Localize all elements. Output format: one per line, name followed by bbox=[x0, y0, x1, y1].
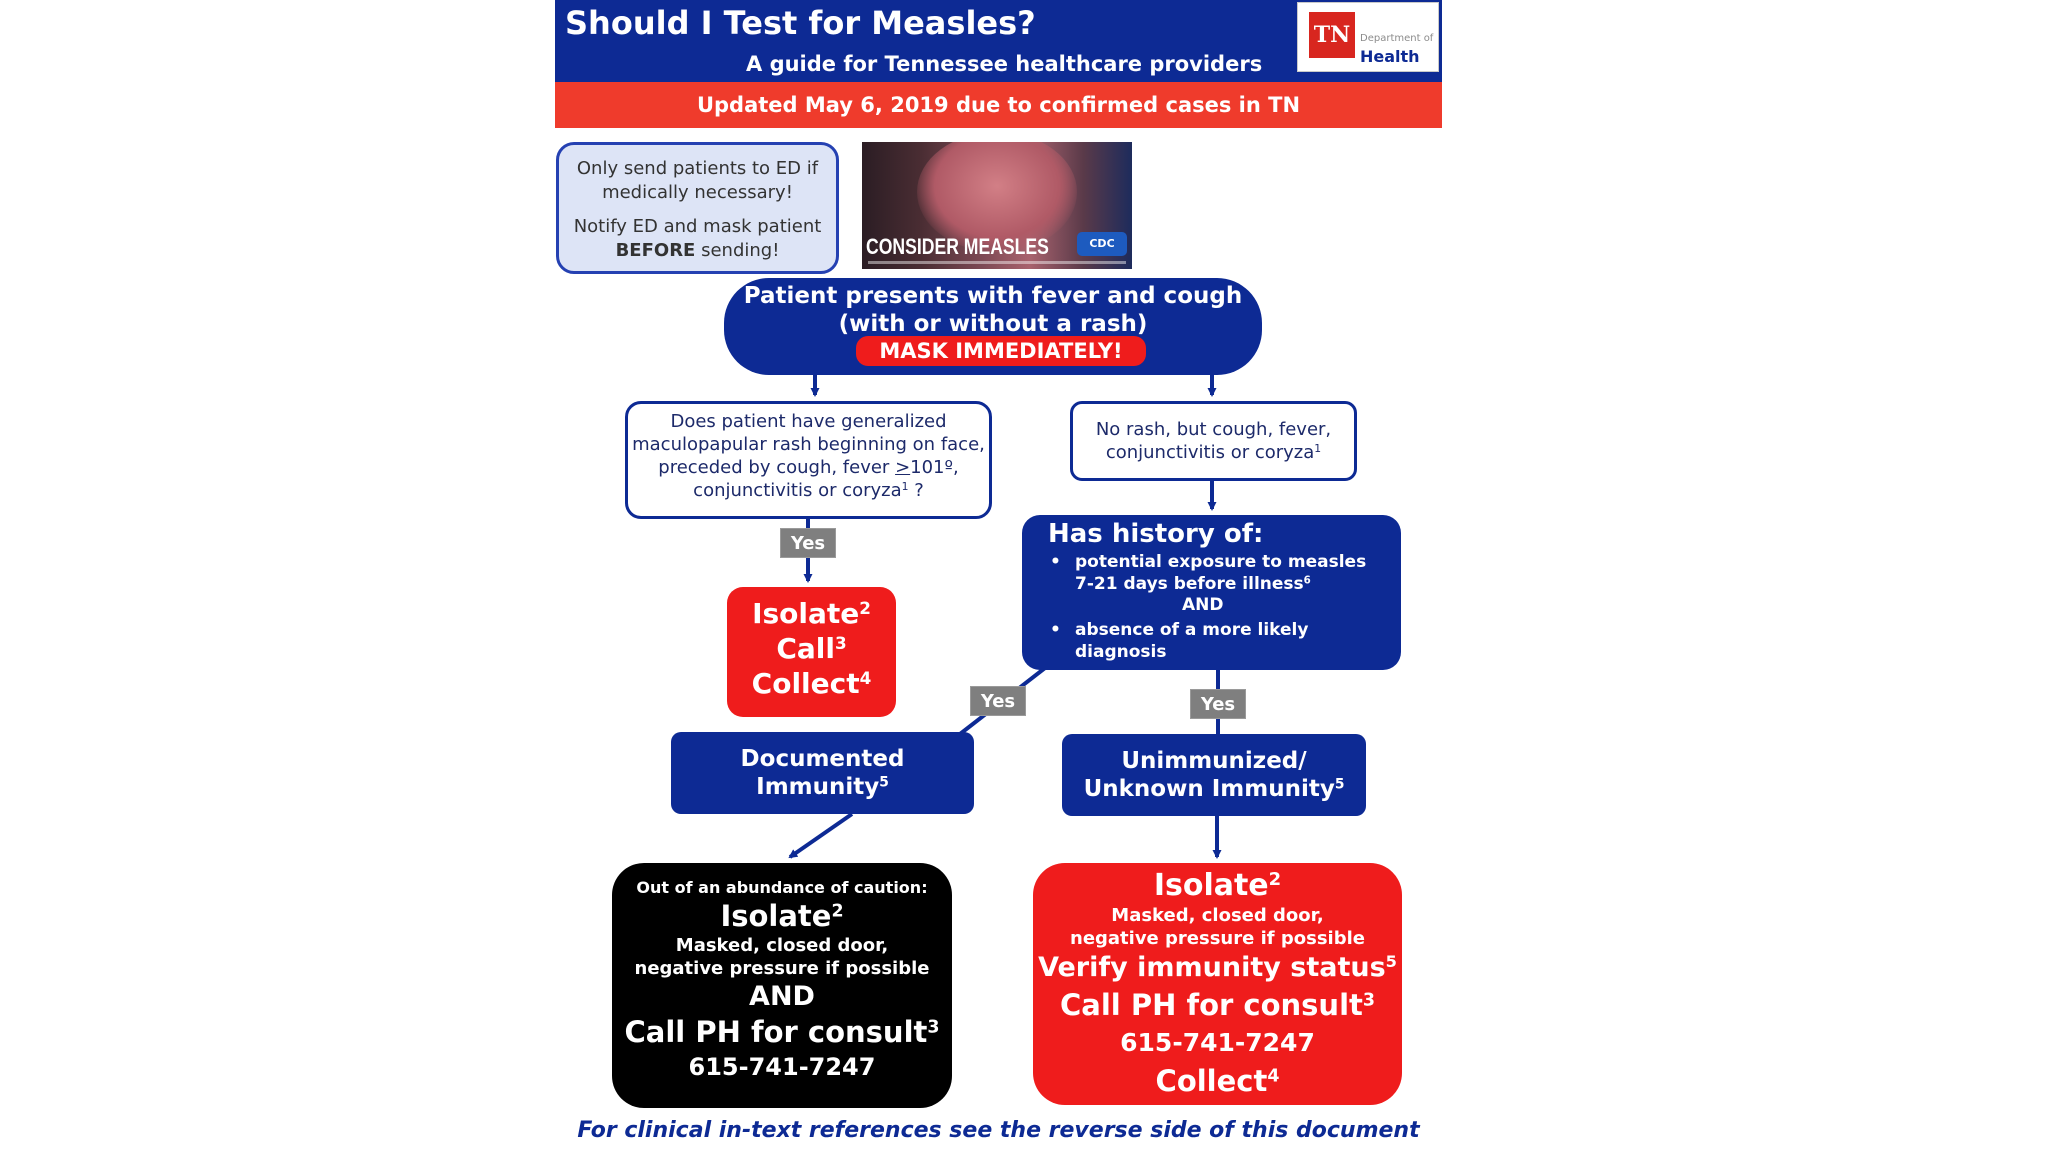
presentation-box: Patient presents with fever and cough (w… bbox=[724, 278, 1262, 375]
arrow-documented-to-caution bbox=[788, 812, 854, 859]
update-banner: Updated May 6, 2019 due to confirmed cas… bbox=[555, 82, 1442, 128]
isolate-call-collect-box: Isolate2 Call3 Collect4 bbox=[727, 587, 896, 717]
caution-and: AND bbox=[749, 981, 815, 1012]
presentation-line2: (with or without a rash) bbox=[838, 311, 1148, 337]
consider-measles-photo: CONSIDER MEASLES CDC bbox=[862, 142, 1132, 269]
header-banner bbox=[555, 0, 1442, 82]
photo-fine-print bbox=[868, 261, 1126, 264]
caution-isolate: Isolate2 bbox=[720, 899, 844, 933]
caution-phone: 615-741-7247 bbox=[688, 1053, 876, 1081]
ed-notice-line1: Only send patients to ED if medically ne… bbox=[576, 158, 819, 203]
ed-notice-line2: Notify ED and mask patient BEFORE sendin… bbox=[573, 216, 822, 261]
history-item-exposure: potential exposure to measles 7-21 days … bbox=[1048, 551, 1385, 595]
call-label: Call3 bbox=[776, 632, 847, 665]
unimmunized-box: Unimmunized/ Unknown Immunity5 bbox=[1062, 734, 1366, 816]
photo-caption: CONSIDER MEASLES bbox=[866, 234, 1049, 259]
action-call: Call PH for consult3 bbox=[1060, 988, 1375, 1022]
caution-detail1: Masked, closed door, bbox=[675, 935, 889, 956]
child-rash-image bbox=[917, 142, 1077, 252]
no-rash-box: No rash, but cough, fever, conjunctiviti… bbox=[1070, 401, 1357, 481]
action-verify: Verify immunity status5 bbox=[1038, 952, 1397, 983]
page-subtitle: A guide for Tennessee healthcare provide… bbox=[746, 52, 1263, 76]
footer-note: For clinical in-text references see the … bbox=[577, 1118, 1420, 1143]
caution-action-box: Out of an abundance of caution: Isolate2… bbox=[612, 863, 952, 1108]
history-criteria-list: potential exposure to measles 7-21 days … bbox=[1048, 551, 1385, 663]
yes-badge-documented: Yes bbox=[970, 686, 1026, 716]
caution-call: Call PH for consult3 bbox=[624, 1015, 940, 1049]
logo-dept-label: Department of bbox=[1360, 33, 1434, 44]
action-isolate: Isolate2 bbox=[1153, 868, 1282, 903]
action-collect: Collect4 bbox=[1155, 1064, 1280, 1098]
history-item-diagnosis: absence of a more likely diagnosis bbox=[1048, 619, 1385, 663]
tn-health-logo: TN Department of Health bbox=[1297, 2, 1439, 72]
mask-immediately-label: MASK IMMEDIATELY! bbox=[856, 336, 1146, 366]
caution-detail2: negative pressure if possible bbox=[634, 958, 930, 979]
action-detail1: Masked, closed door, bbox=[1111, 905, 1324, 926]
collect-label: Collect4 bbox=[751, 667, 872, 700]
cdc-logo: CDC bbox=[1077, 232, 1127, 256]
yes-badge-unimmunized: Yes bbox=[1190, 689, 1246, 719]
presentation-line1: Patient presents with fever and cough bbox=[743, 283, 1243, 309]
history-and-label: AND bbox=[1182, 595, 1224, 615]
history-box: Has history of: potential exposure to me… bbox=[1022, 515, 1401, 670]
documented-immunity-box: Documented Immunity5 bbox=[671, 732, 974, 814]
page-title: Should I Test for Measles? bbox=[565, 4, 1036, 42]
ed-notice-box: Only send patients to ED if medically ne… bbox=[556, 142, 839, 274]
history-title: Has history of: bbox=[1048, 519, 1264, 549]
action-detail2: negative pressure if possible bbox=[1070, 928, 1365, 949]
rash-question-box: Does patient have generalized maculopapu… bbox=[625, 401, 992, 519]
action-phone: 615-741-7247 bbox=[1120, 1028, 1315, 1057]
caution-heading: Out of an abundance of caution: bbox=[636, 878, 928, 897]
tn-logo-mark: TN bbox=[1309, 12, 1355, 58]
unimmunized-action-box: Isolate2 Masked, closed door, negative p… bbox=[1033, 863, 1402, 1105]
logo-health-label: Health bbox=[1360, 47, 1420, 66]
yes-badge-rash: Yes bbox=[780, 528, 836, 558]
isolate-label: Isolate2 bbox=[752, 597, 871, 630]
